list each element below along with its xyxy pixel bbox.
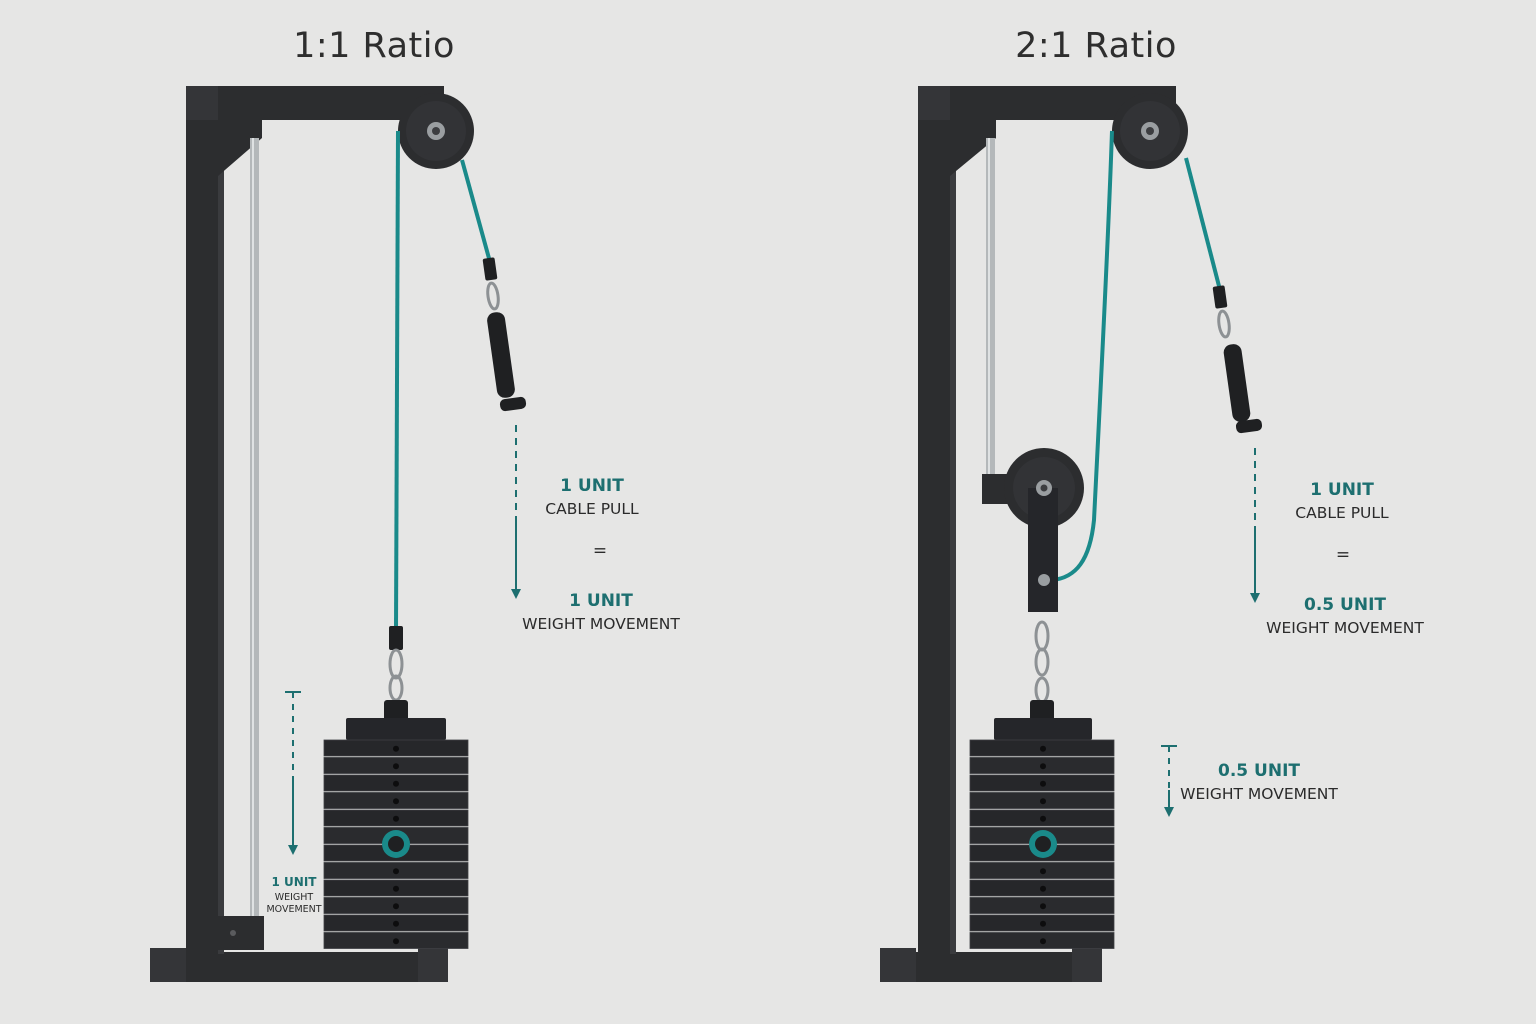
right-plate-hole (1040, 868, 1046, 874)
right-weight-result-text: WEIGHT MOVEMENT (1260, 620, 1430, 638)
left-handle (483, 257, 527, 411)
right-cable-handle (1186, 158, 1220, 290)
right-panel-title: 2:1 Ratio (896, 26, 1296, 66)
left-stack-movement-line2: MOVEMENT (258, 905, 330, 916)
left-stack-movement-amount: 1 UNIT (258, 876, 330, 890)
right-handle (1213, 285, 1263, 433)
right-plate-hole (1040, 921, 1046, 927)
right-plate-hole (1040, 938, 1046, 944)
right-weight-result-amount: 0.5 UNIT (1260, 596, 1430, 616)
left-stack-movement-line1: WEIGHT (258, 893, 330, 904)
left-weight-result-text: WEIGHT MOVEMENT (517, 616, 685, 634)
right-stack-movement-amount: 0.5 UNIT (1180, 762, 1338, 782)
right-plate-hole (1040, 798, 1046, 804)
left-equals-sign: = (580, 542, 620, 562)
left-weight-stack (324, 700, 468, 950)
right-weight-result-label: 0.5 UNIT WEIGHT MOVEMENT (1260, 596, 1430, 637)
left-panel-title: 1:1 Ratio (174, 26, 574, 66)
left-machine (150, 86, 527, 982)
right-plate-hole (1040, 886, 1046, 892)
right-equals-sign: = (1323, 546, 1363, 566)
left-cable-down (396, 131, 398, 630)
right-cable-pull-text: CABLE PULL (1262, 505, 1422, 523)
right-stack-movement-text: WEIGHT MOVEMENT (1180, 786, 1338, 804)
left-cable-pull-text: CABLE PULL (512, 501, 672, 519)
left-stack-measure (285, 692, 301, 850)
left-guide-rod (250, 138, 259, 916)
left-cable-handle (462, 160, 490, 262)
right-guide-rod (986, 138, 995, 478)
right-cable-pull-amount: 1 UNIT (1262, 481, 1422, 501)
left-stack-movement-label: 1 UNIT WEIGHT MOVEMENT (258, 876, 330, 916)
left-cable-pull-label: 1 UNIT CABLE PULL (512, 477, 672, 518)
right-plate-hole (1040, 763, 1046, 769)
left-weight-result-amount: 1 UNIT (517, 592, 685, 612)
right-plate-hole (1040, 816, 1046, 822)
left-cable-pull-amount: 1 UNIT (512, 477, 672, 497)
right-machine (880, 86, 1263, 982)
left-weight-result-label: 1 UNIT WEIGHT MOVEMENT (517, 592, 685, 633)
right-upright (918, 86, 950, 954)
right-plate-hole (1040, 903, 1046, 909)
left-upright (186, 86, 218, 954)
left-base (150, 952, 448, 982)
right-plate-hole (1040, 746, 1046, 752)
right-weight-stack (970, 700, 1114, 949)
right-stack-movement-label: 0.5 UNIT WEIGHT MOVEMENT (1180, 762, 1338, 803)
right-plate-hole (1040, 781, 1046, 787)
right-stack-measure (1161, 746, 1177, 812)
right-cable-pull-label: 1 UNIT CABLE PULL (1262, 481, 1422, 522)
